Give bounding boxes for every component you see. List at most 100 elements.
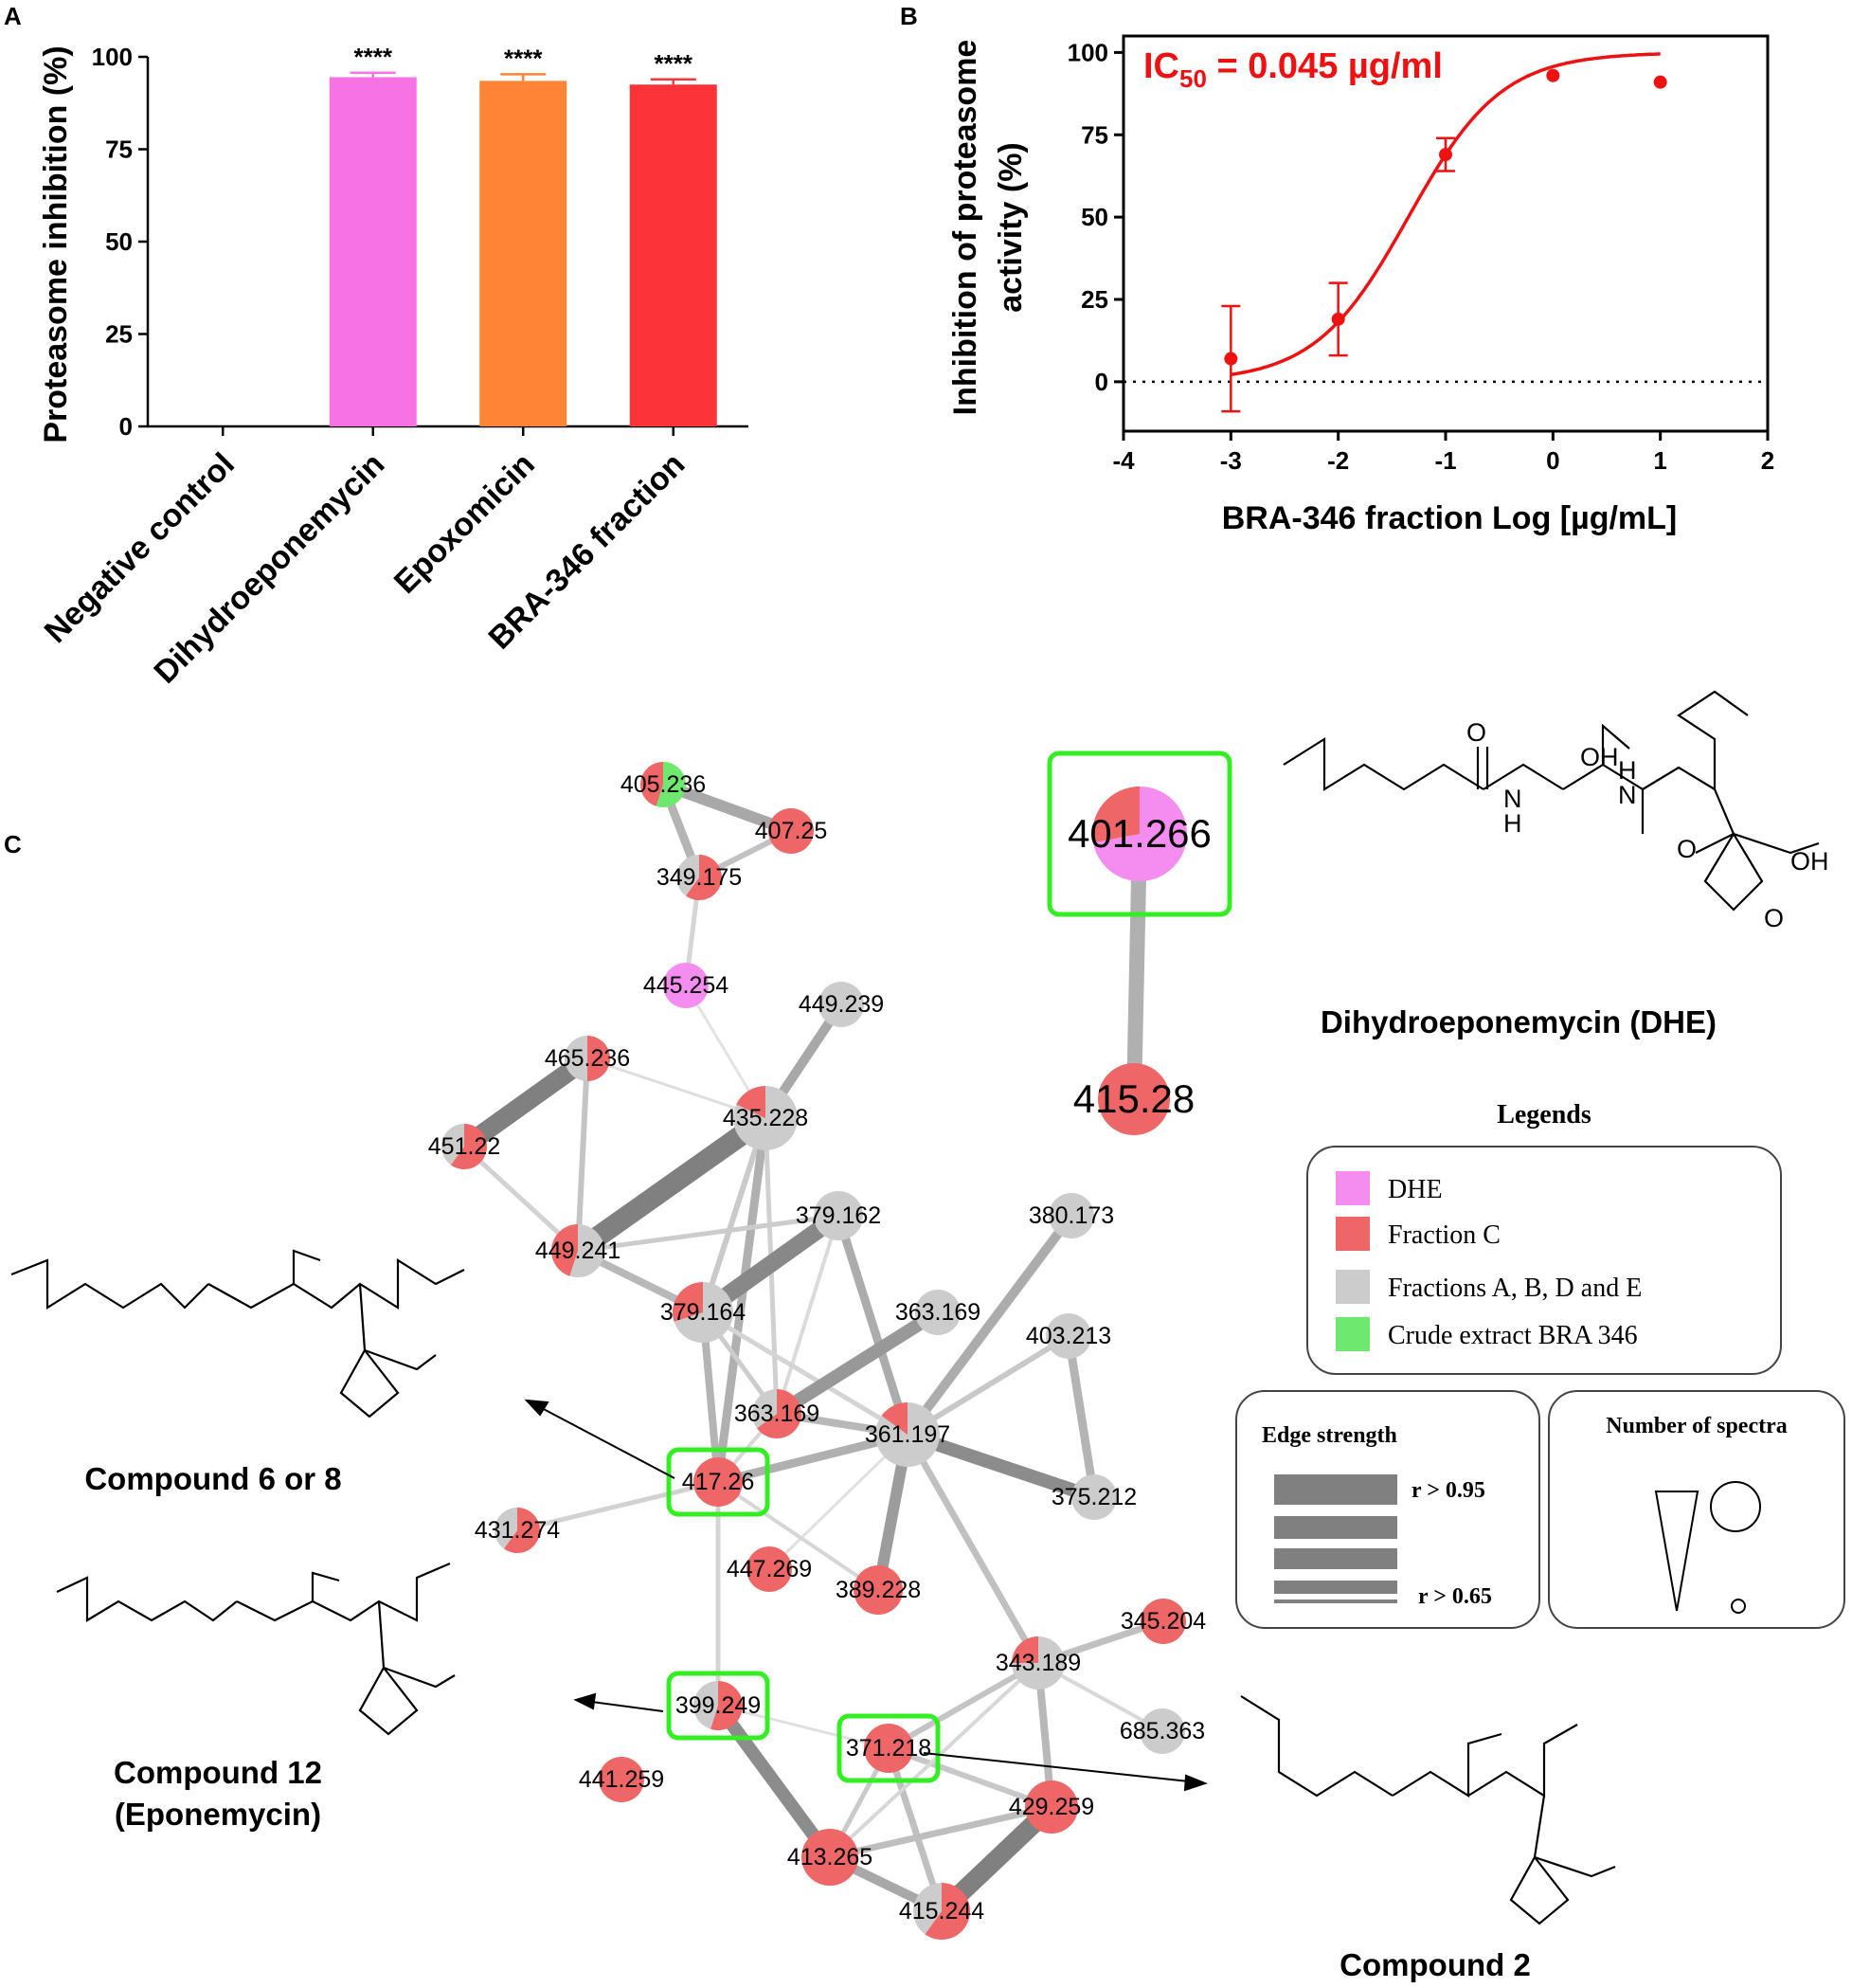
dhe-atom-labels: O N H OH N H O O OH <box>1466 718 1829 932</box>
edge-strength-low-label: r > 0.65 <box>1418 1584 1492 1609</box>
network-node-label: 413.265 <box>787 1844 872 1871</box>
c12-ketone <box>377 1600 456 1689</box>
network-node: 413.265 <box>787 1829 872 1886</box>
network-edge <box>1064 1335 1099 1498</box>
network-node: 375.212 <box>1052 1474 1137 1520</box>
network-node: 371.218 <box>846 1724 931 1773</box>
network-node-slice <box>450 1124 487 1169</box>
legend-item-label: Crude extract BRA 346 <box>1388 1321 1638 1350</box>
structure-dihydroeponemycin <box>1283 690 1820 912</box>
dhe-h-2: H <box>1618 756 1637 785</box>
network-node-label: 441.259 <box>579 1766 664 1793</box>
arrow-head-compound-6-8 <box>524 1399 549 1417</box>
network-node-circle <box>864 1724 913 1773</box>
dose-response-y-tick-label: 0 <box>1095 368 1108 396</box>
ic50-annotation: IC50 = 0.045 µg/ml <box>1143 46 1443 93</box>
network-node-label: 399.249 <box>675 1692 761 1719</box>
network-node-slice <box>733 1086 799 1150</box>
bar <box>479 81 567 426</box>
network-node-circle <box>814 1191 863 1240</box>
network-highlight-box <box>666 1447 770 1517</box>
network-node: 447.269 <box>727 1546 812 1592</box>
network-node: 449.241 <box>535 1224 620 1278</box>
network-node-label: 465.236 <box>545 1045 630 1072</box>
dose-response-y-axis-title-line1: Inhibition of proteasome <box>947 40 983 416</box>
network-node-slice <box>587 1036 610 1081</box>
molecular-network: 405.236407.25349.175445.254449.239465.23… <box>428 750 1232 1940</box>
network-edge <box>905 1428 1097 1504</box>
dose-response-point <box>1546 68 1560 82</box>
c68-epoxide <box>339 1349 400 1419</box>
network-node-circle <box>854 1565 903 1615</box>
network-node-label: 685.363 <box>1120 1718 1205 1744</box>
network-edge <box>575 1057 590 1252</box>
network-node-label: 431.274 <box>475 1517 560 1544</box>
network-highlight-box <box>1047 750 1232 917</box>
dhe-oh-2: OH <box>1790 847 1829 876</box>
c2-chain <box>1240 1695 1393 1798</box>
bar <box>629 84 717 426</box>
dose-response-x-tick-label: 1 <box>1653 446 1666 475</box>
c12-serine <box>236 1571 340 1622</box>
network-nodes: 405.236407.25349.175445.254449.239465.23… <box>428 762 1212 1940</box>
network-node-slice <box>565 1036 587 1081</box>
dhe-name: Dihydroeponemycin (DHE) <box>1321 1004 1717 1039</box>
network-node-label: 451.22 <box>428 1133 500 1160</box>
network-node: 465.236 <box>545 1036 630 1081</box>
network-edge <box>716 1430 909 1487</box>
network-node: 345.204 <box>1121 1599 1206 1644</box>
network-node-label: 445.254 <box>643 972 728 999</box>
network-node-slice <box>874 1402 940 1467</box>
dose-response-y-tick-label: 50 <box>1081 203 1108 231</box>
network-edge <box>773 1307 942 1419</box>
dhe-o-1: O <box>1466 718 1486 747</box>
network-node-circle <box>1141 1599 1186 1644</box>
dose-response-y-tick-label: 25 <box>1081 285 1108 314</box>
network-node-slice <box>672 1282 703 1322</box>
network-node-label: 363.169 <box>734 1401 819 1427</box>
network-node: 401.266 <box>1068 786 1212 882</box>
arrow-head-compound-2 <box>1183 1774 1208 1792</box>
network-edge <box>516 1479 719 1533</box>
panel-letter-b: B <box>900 2 918 30</box>
network-edge <box>834 1214 912 1437</box>
network-node-label: 389.228 <box>836 1577 921 1603</box>
network-node: 685.363 <box>1120 1708 1205 1754</box>
network-node-slice <box>736 1086 765 1118</box>
network-node-label: 379.164 <box>660 1299 746 1326</box>
structure-compound-12 <box>56 1562 456 1736</box>
bar-chart-y-tick-label: 75 <box>105 136 133 164</box>
c68-ketone <box>358 1283 437 1371</box>
edge-strength-title: Edge strength <box>1262 1423 1397 1448</box>
arrow-to-compound-2 <box>923 1752 1190 1782</box>
network-node-label: 417.26 <box>682 1469 754 1495</box>
edge-strength-bar-2 <box>1274 1516 1397 1539</box>
legend-item-label: Fractions A, B, D and E <box>1388 1274 1642 1303</box>
network-node: 389.228 <box>836 1565 921 1615</box>
c68-chain <box>10 1258 209 1310</box>
network-node: 449.239 <box>799 982 884 1027</box>
number-of-spectra-box <box>1548 1390 1845 1629</box>
network-node: 349.175 <box>656 855 742 901</box>
network-node: 429.259 <box>1009 1780 1094 1834</box>
dose-response-x-tick-label: -1 <box>1434 446 1456 475</box>
network-node-slice <box>756 1389 801 1438</box>
network-node-circle <box>768 808 814 854</box>
network-node-circle <box>746 1546 792 1592</box>
bar-category-label: Epoxomicin <box>387 446 542 601</box>
network-edge <box>903 1213 1076 1437</box>
network-node: 415.28 <box>1073 1063 1195 1135</box>
edge-strength-bar-4 <box>1274 1581 1397 1594</box>
network-node: 431.274 <box>475 1508 560 1553</box>
dhe-leucine <box>1642 690 1749 791</box>
network-node: 405.236 <box>620 762 706 807</box>
legend-box <box>1306 1146 1782 1375</box>
network-edge <box>887 1660 1040 1751</box>
spectra-wedge <box>1654 1491 1699 1612</box>
dhe-n-2: N <box>1618 781 1637 809</box>
network-edge <box>459 1050 593 1155</box>
network-node-circle <box>818 982 864 1027</box>
network-node-label: 363.169 <box>895 1299 980 1326</box>
